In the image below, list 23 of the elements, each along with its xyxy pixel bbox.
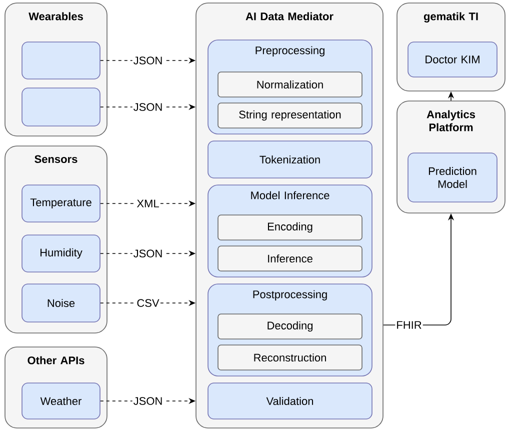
process-box: Noise — [22, 284, 100, 322]
edge-label: FHIR — [397, 321, 422, 329]
step-box: String representation — [218, 102, 362, 128]
process-box — [22, 42, 100, 80]
edge-label: CSV — [137, 299, 160, 307]
edge-label: JSON — [134, 103, 162, 111]
step-box: Decoding — [218, 314, 362, 340]
edge-label: XML — [136, 200, 159, 208]
process-box: Temperature — [22, 184, 100, 222]
process-box: Tokenization — [208, 140, 372, 178]
step-box: Inference — [218, 246, 362, 272]
edge-label: JSON — [134, 56, 162, 64]
edge-label: JSON — [134, 397, 162, 405]
step-box: Reconstruction — [218, 344, 362, 370]
step-box: Encoding — [218, 214, 362, 240]
step-box: Normalization — [218, 72, 362, 98]
edge-label: JSON — [134, 250, 162, 258]
process-box: Prediction Model — [408, 152, 498, 202]
process-box: Humidity — [22, 234, 100, 272]
process-box: Weather — [22, 382, 100, 420]
process-box: Validation — [208, 382, 372, 420]
process-box — [22, 88, 100, 126]
process-box: Doctor KIM — [408, 42, 498, 78]
